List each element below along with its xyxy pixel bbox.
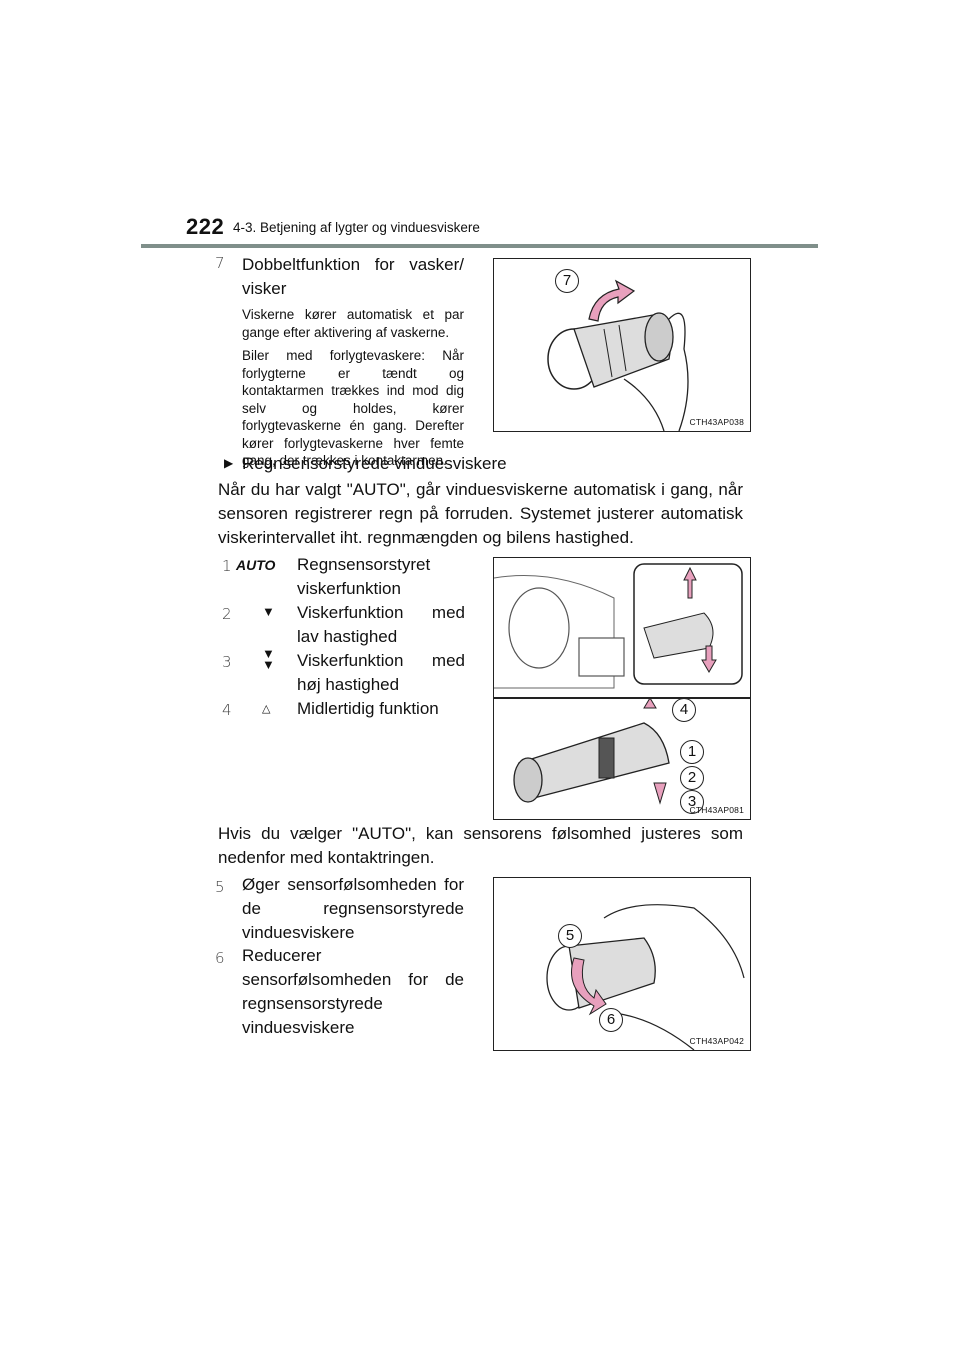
item-1-label: Regnsensorstyret viskerfunktion (297, 555, 431, 598)
ring-turn-illustration (546, 904, 745, 1050)
figure-code: CTH43AP081 (689, 805, 744, 815)
sensitivity-text: Hvis du vælger "AUTO", kan sensorens føl… (218, 824, 743, 867)
figure-callout-3: 3 (680, 790, 704, 814)
item-4-number: 4 (222, 701, 232, 719)
sensitivity-figure: 5 6 CTH43AP042 (493, 877, 751, 1051)
figure-callout-2: 2 (680, 766, 704, 790)
item-6-label: Reducerer sensorfølsomheden for de regns… (242, 946, 464, 1037)
item-7-para2: Biler med forlygtevaskere: Når forlygter… (242, 348, 464, 468)
section-title: 4-3. Betjening af lygter og vinduesviske… (233, 220, 480, 235)
figure-callout-4: 4 (672, 698, 696, 722)
rain-sensor-figure: 4 1 2 3 CTH43AP081 (493, 557, 751, 820)
figure-callout-6: 6 (599, 1008, 623, 1032)
item-2-label: Viskerfunktion med lav hastighed (297, 603, 465, 646)
header-rule (141, 244, 818, 248)
figure-code: CTH43AP038 (689, 417, 744, 427)
rain-heading: Regnsensorstyrede vinduesviskere (242, 454, 507, 473)
lever-pull-illustration (547, 279, 689, 431)
item-5-label: Øger sensorfølsomheden for de regnsensor… (242, 875, 464, 942)
rain-intro: Når du har valgt "AUTO", går vinduesvisk… (218, 480, 743, 547)
figure-callout-5: 5 (558, 924, 582, 948)
figure-code: CTH43AP042 (689, 1036, 744, 1046)
item-6-number: 6 (215, 949, 225, 967)
item-2-number: 2 (222, 605, 232, 623)
low-speed-icon: ▼ (262, 604, 275, 619)
item-7-para1: Viskerne kører automatisk et par gange e… (242, 307, 464, 340)
item-7-number: 7 (215, 254, 225, 272)
page-number: 222 (186, 214, 225, 239)
item-5-number: 5 (215, 878, 225, 896)
item-7-title: Dobbeltfunktion for vasker/ visker (242, 253, 464, 301)
item-3-label: Viskerfunktion med høj hastighed (297, 651, 465, 694)
high-speed-icon: ▼▼ (262, 646, 275, 672)
cockpit-and-lever-illustration (494, 563, 750, 805)
item-7-title-line2: visker (242, 279, 287, 298)
item-4-label: Midlertidig funktion (297, 699, 439, 718)
item-3-number: 3 (222, 653, 232, 671)
auto-symbol: AUTO (236, 557, 276, 573)
item-1-number: 1 (222, 557, 232, 575)
figure-callout-7: 7 (555, 269, 579, 293)
wiper-washer-figure: 7 CTH43AP038 (493, 258, 751, 432)
figure-callout-1: 1 (680, 740, 704, 764)
triangle-bullet-icon: ▶ (224, 456, 234, 470)
mist-icon: △ (262, 703, 271, 715)
item-7-title-line1: Dobbeltfunktion for vasker/ (242, 255, 464, 274)
